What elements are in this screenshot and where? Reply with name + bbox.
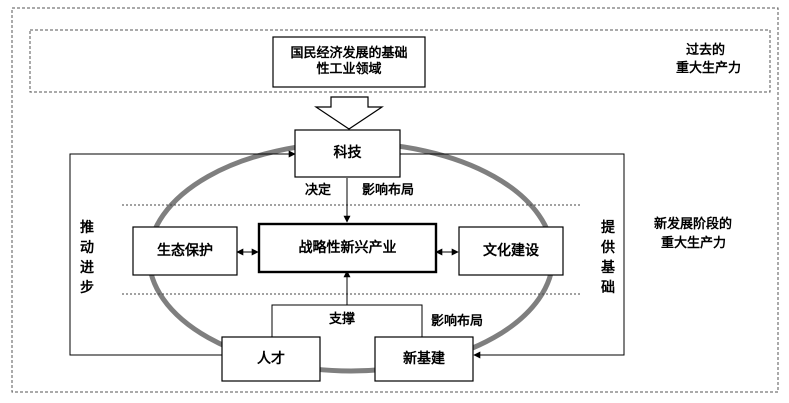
culture-label: 文化建设 bbox=[483, 242, 539, 259]
left-loop-arrow bbox=[69, 150, 296, 356]
decide-edge-label: 决定 bbox=[305, 183, 332, 198]
layout-edge-label-top: 影响布局 bbox=[362, 183, 415, 198]
layout-edge-label-bottom: 影响布局 bbox=[431, 314, 484, 329]
infra-box bbox=[374, 336, 474, 382]
culture-box bbox=[458, 226, 564, 276]
left-vertical-label: 推动进步 bbox=[80, 220, 94, 296]
foundation-box bbox=[272, 36, 426, 88]
talent-label: 人才 bbox=[257, 350, 285, 367]
right-loop-arrow bbox=[400, 153, 625, 359]
past-productivity-line-2: 重大生产力 bbox=[676, 61, 742, 76]
past-productivity-label: 过去的 重大生产力 bbox=[676, 42, 741, 78]
foundation-line-1: 国民经济发展的基础 bbox=[290, 46, 408, 62]
past-productivity-line-1: 过去的 bbox=[686, 43, 726, 58]
tech-label: 科技 bbox=[333, 145, 362, 162]
hollow-down-arrow bbox=[314, 96, 384, 130]
support-edge-label: 支撑 bbox=[329, 312, 356, 327]
new-productivity-label: 新发展阶段的 重大生产力 bbox=[654, 215, 732, 253]
tech-box bbox=[294, 129, 401, 178]
infra-label: 新基建 bbox=[403, 350, 445, 367]
right-vertical-label: 提供基础 bbox=[601, 220, 615, 296]
foundation-line-2: 性工业领域 bbox=[316, 62, 382, 77]
eco-box bbox=[132, 226, 238, 276]
foundation-box-label: 国民经济发展的基础 性工业领域 bbox=[273, 37, 425, 87]
new-productivity-line-2: 重大生产力 bbox=[661, 236, 727, 251]
core-label: 战略性新兴产业 bbox=[298, 239, 397, 256]
core-box bbox=[257, 222, 438, 274]
outer-dashed-frame bbox=[11, 7, 779, 393]
talent-box bbox=[221, 336, 321, 382]
new-productivity-line-1: 新发展阶段的 bbox=[654, 217, 733, 232]
eco-label: 生态保护 bbox=[157, 242, 213, 259]
top-dashed-frame bbox=[29, 29, 771, 93]
